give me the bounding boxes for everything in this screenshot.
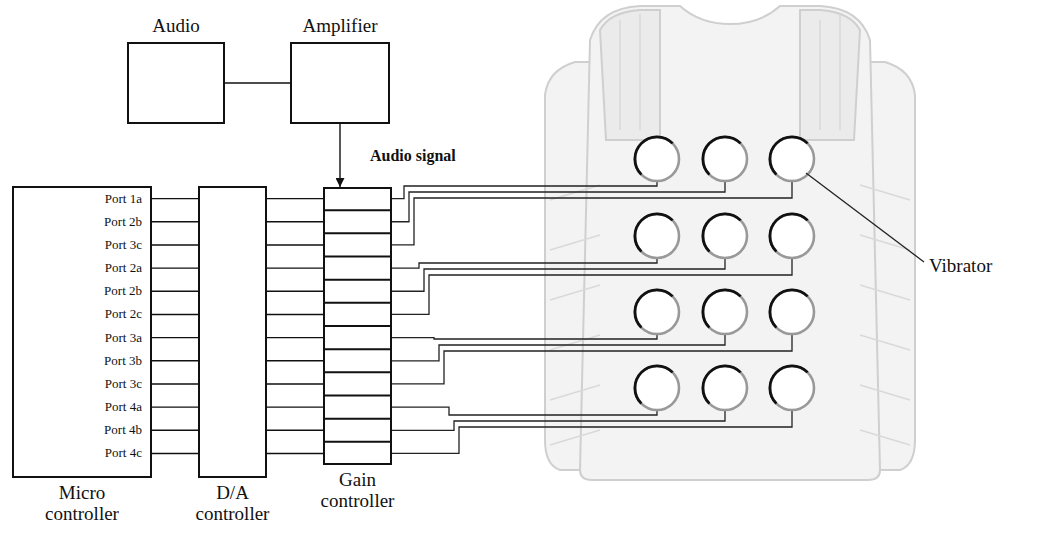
da-controller-box: D/A controller <box>198 186 267 478</box>
connector-line <box>152 199 198 454</box>
vibrator-arc <box>770 366 808 404</box>
vibrator-arc <box>703 290 741 328</box>
port-name: Port 2b <box>104 214 142 230</box>
vibrator-circle <box>703 290 747 334</box>
audio-box: Audio <box>127 42 225 124</box>
port-name: Port 3c <box>105 237 142 253</box>
signal-label: Audio signal <box>368 147 458 165</box>
vibrator-arc <box>703 214 741 252</box>
microcontroller-box: Port 1a Port 2b Port 3c Port 2a Port 2b Port … <box>12 186 152 478</box>
vibrator-arc <box>770 290 808 328</box>
signal-arrow <box>339 124 340 187</box>
vibrator-arc <box>770 137 808 175</box>
port-name: Port 2c <box>105 306 142 322</box>
port-name: Port 3c <box>105 376 142 392</box>
vibrator-circle <box>635 366 679 410</box>
port-name: Port 4c <box>105 445 142 461</box>
box-heading: Audio <box>101 15 251 36</box>
port-name: Port 1a <box>105 191 142 207</box>
vibrator-circle <box>635 290 679 334</box>
connector-line <box>225 82 290 83</box>
box-heading: Gain controller <box>312 469 404 511</box>
port-name: Port 3a <box>105 330 142 346</box>
port-name: Port 2a <box>105 260 142 276</box>
vibrator-circle <box>703 366 747 410</box>
vibrator-array <box>635 137 814 410</box>
box-heading: Micro controller <box>27 482 137 524</box>
connector-line <box>267 199 323 454</box>
vibrator-arc <box>703 366 741 404</box>
vibrator-circle <box>770 366 814 410</box>
port-name: Port 3b <box>104 353 142 369</box>
leader-line <box>806 173 924 262</box>
vibrator-circle <box>770 214 814 258</box>
vibrator-circle <box>635 214 679 258</box>
vibrator-arc <box>635 137 673 175</box>
vibrator-circle <box>703 137 747 181</box>
vibrator-arc <box>703 137 741 175</box>
gain-controller-box: Gain controller <box>323 187 392 465</box>
part-label: Vibrator <box>929 255 992 277</box>
vibrator-circle <box>770 290 814 334</box>
gain-cell-dividers <box>323 210 392 442</box>
vibrator-wires <box>392 181 792 453</box>
port-name: Port 4b <box>104 422 142 438</box>
vest-seams <box>550 14 910 445</box>
vibrator-arc <box>770 214 808 252</box>
vest-outline <box>545 6 915 480</box>
vibrator-circle <box>635 137 679 181</box>
box-heading: Amplifier <box>265 15 415 36</box>
box-heading: D/A controller <box>187 482 279 524</box>
vibrator-arc <box>635 290 673 328</box>
vibrator-arc <box>635 214 673 252</box>
vibrator-arc <box>635 366 673 404</box>
vibrator-circle <box>703 214 747 258</box>
port-name: Port 4a <box>105 399 142 415</box>
port-name: Port 2b <box>104 283 142 299</box>
amplifier-box: Amplifier <box>290 42 390 124</box>
